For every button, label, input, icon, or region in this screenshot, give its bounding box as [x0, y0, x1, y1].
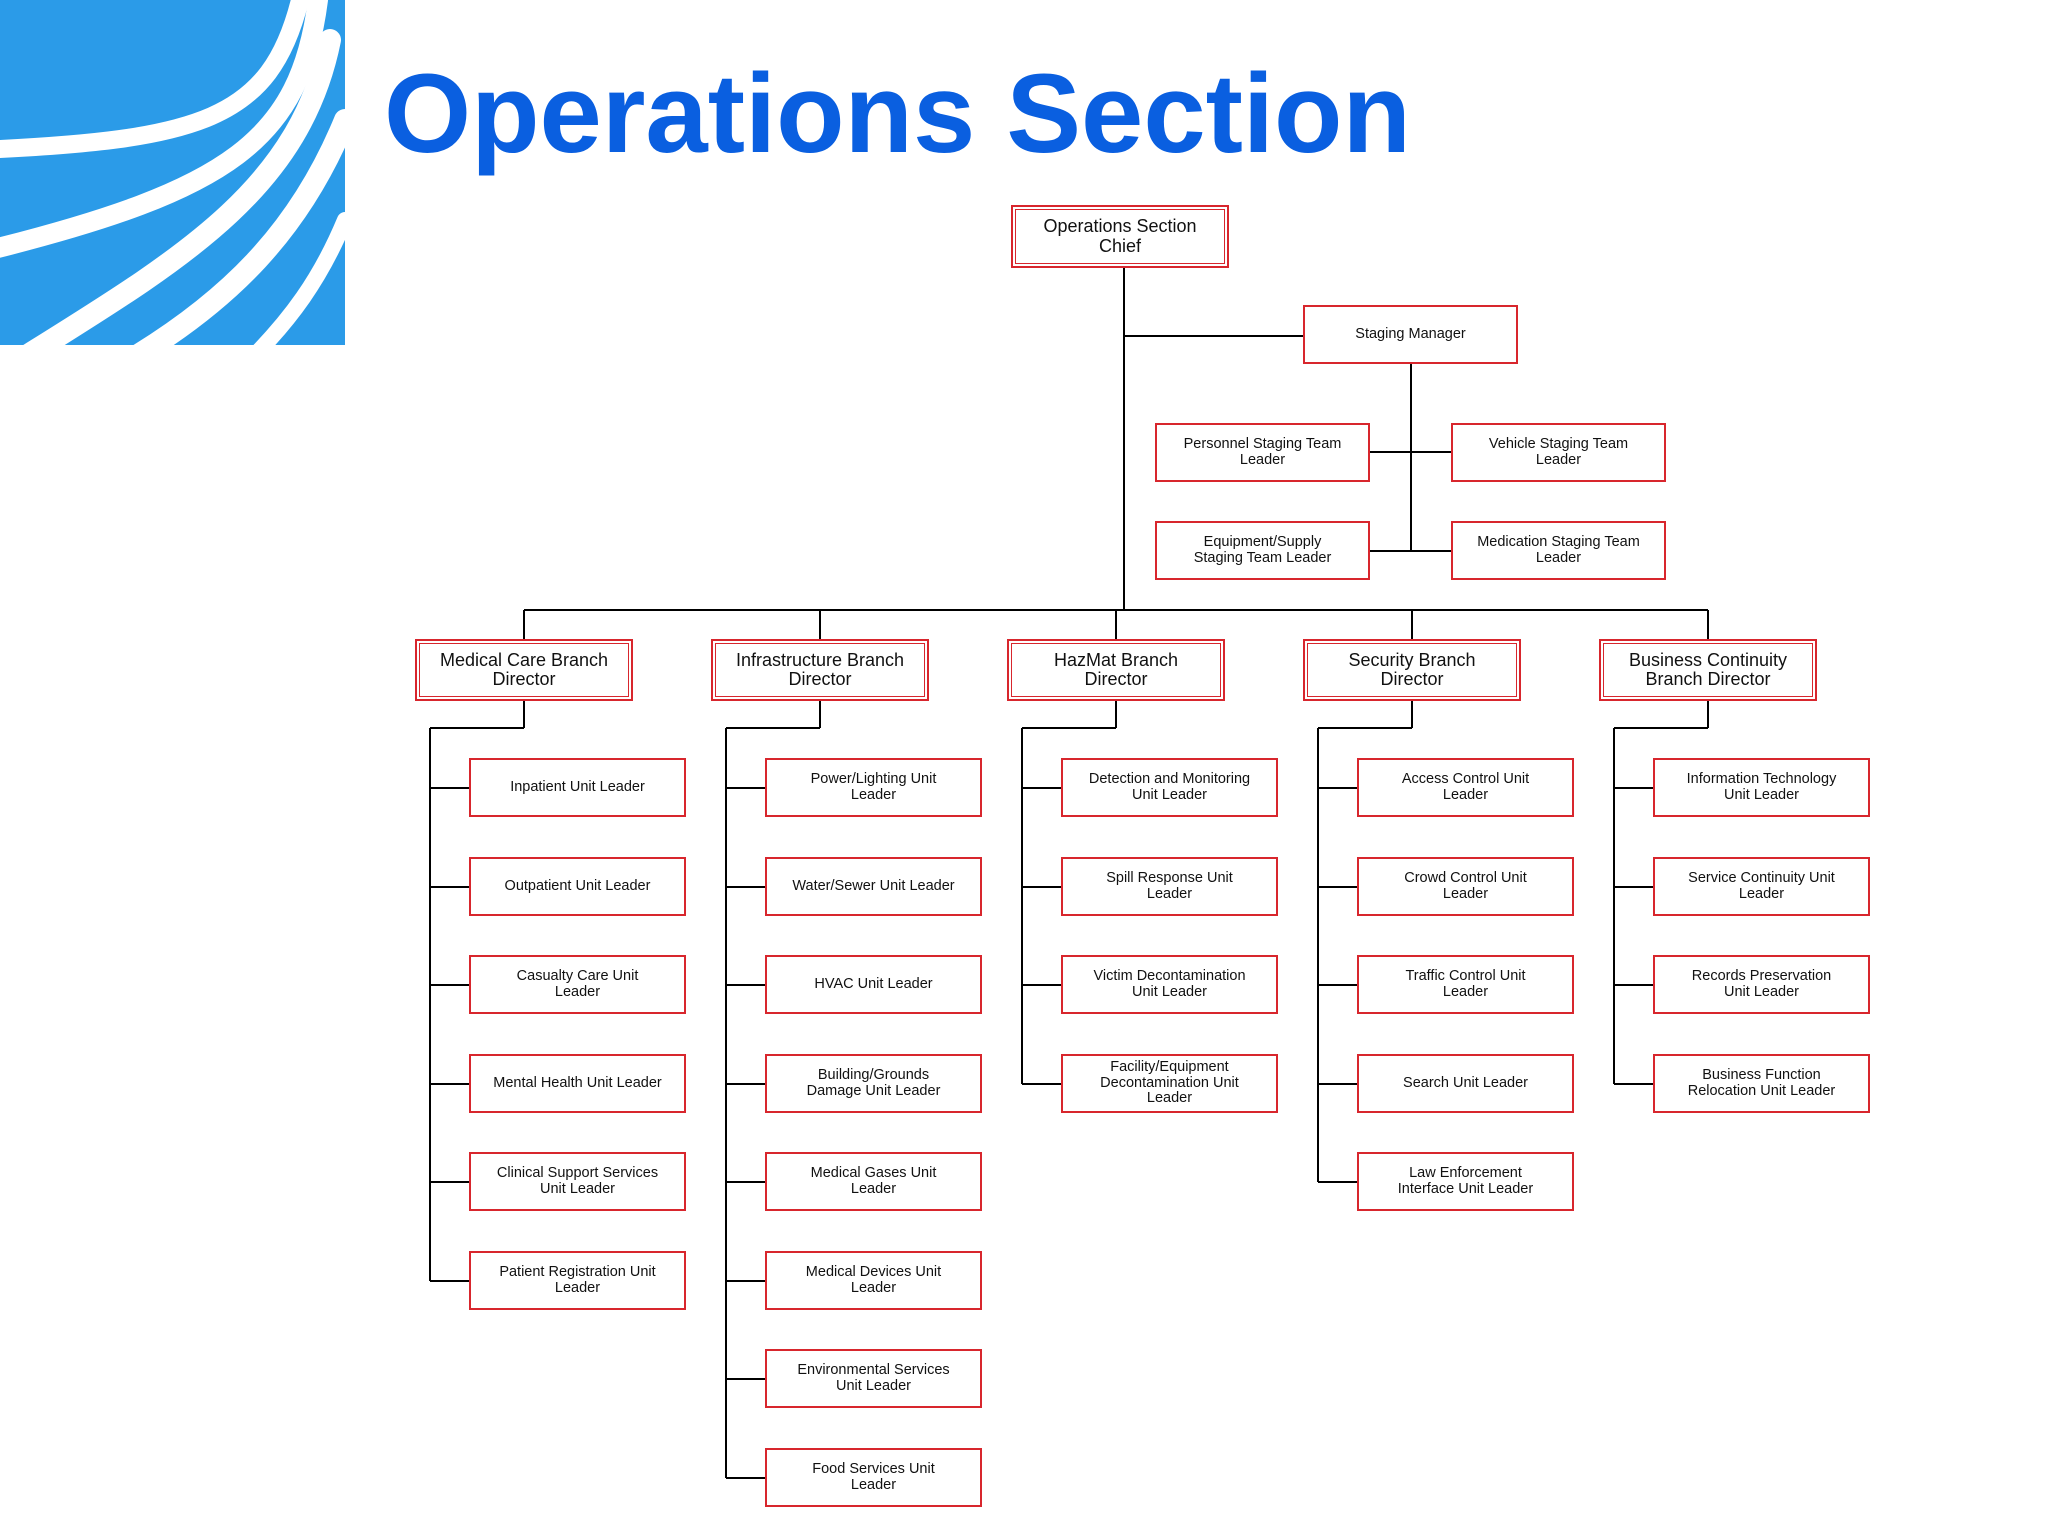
spill-response-unit-label: Spill Response Unit Leader	[1106, 869, 1233, 902]
medical-care-branch-director-box: Medical Care Branch Director	[415, 639, 633, 701]
operations-section-chief-label: Operations Section Chief	[1043, 216, 1197, 256]
casualty-care-unit-label: Casualty Care Unit Leader	[516, 967, 639, 1000]
infrastructure-branch-director-box: Infrastructure Branch Director	[711, 639, 929, 701]
environmental-services-unit-label: Environmental Services Unit Leader	[797, 1361, 950, 1394]
mental-health-unit-box: Mental Health Unit Leader	[469, 1054, 686, 1113]
service-continuity-unit-box: Service Continuity Unit Leader	[1653, 857, 1870, 916]
infrastructure-branch-director-label: Infrastructure Branch Director	[735, 649, 905, 689]
information-technology-unit-box: Information Technology Unit Leader	[1653, 758, 1870, 817]
clinical-support-services-unit-box: Clinical Support Services Unit Leader	[469, 1152, 686, 1211]
building-grounds-damage-unit-label: Building/Grounds Damage Unit Leader	[806, 1066, 941, 1099]
patient-registration-unit-label: Patient Registration Unit Leader	[499, 1263, 656, 1296]
hvac-unit-box: HVAC Unit Leader	[765, 955, 982, 1014]
patient-registration-unit-box: Patient Registration Unit Leader	[469, 1251, 686, 1310]
access-control-unit-box: Access Control Unit Leader	[1357, 758, 1574, 817]
food-services-unit-label: Food Services Unit Leader	[812, 1460, 935, 1493]
hazmat-branch-director-label: HazMat Branch Director	[1053, 649, 1179, 689]
law-enforcement-interface-unit-box: Law Enforcement Interface Unit Leader	[1357, 1152, 1574, 1211]
victim-decontamination-unit-box: Victim Decontamination Unit Leader	[1061, 955, 1278, 1014]
inpatient-unit-label: Inpatient Unit Leader	[510, 778, 645, 795]
building-grounds-damage-unit-box: Building/Grounds Damage Unit Leader	[765, 1054, 982, 1113]
equipment-supply-staging-team-label: Equipment/Supply Staging Team Leader	[1193, 533, 1332, 566]
facility-equipment-decontamination-unit-label: Facility/Equipment Decontamination Unit …	[1100, 1059, 1239, 1107]
business-function-relocation-unit-box: Business Function Relocation Unit Leader	[1653, 1054, 1870, 1113]
crowd-control-unit-label: Crowd Control Unit Leader	[1404, 869, 1527, 902]
security-branch-director-box: Security Branch Director	[1303, 639, 1521, 701]
business-continuity-branch-director-box: Business Continuity Branch Director	[1599, 639, 1817, 701]
vehicle-staging-team-label: Vehicle Staging Team Leader	[1488, 435, 1629, 468]
equipment-supply-staging-team-box: Equipment/Supply Staging Team Leader	[1155, 521, 1370, 580]
vehicle-staging-team-box: Vehicle Staging Team Leader	[1451, 423, 1666, 482]
environmental-services-unit-box: Environmental Services Unit Leader	[765, 1349, 982, 1408]
records-preservation-unit-box: Records Preservation Unit Leader	[1653, 955, 1870, 1014]
search-unit-box: Search Unit Leader	[1357, 1054, 1574, 1113]
records-preservation-unit-label: Records Preservation Unit Leader	[1691, 967, 1832, 1000]
medical-devices-unit-box: Medical Devices Unit Leader	[765, 1251, 982, 1310]
inpatient-unit-box: Inpatient Unit Leader	[469, 758, 686, 817]
logo-graphic	[0, 0, 345, 345]
food-services-unit-box: Food Services Unit Leader	[765, 1448, 982, 1507]
staging-manager-label: Staging Manager	[1355, 325, 1466, 342]
business-continuity-branch-director-label: Business Continuity Branch Director	[1628, 649, 1788, 689]
traffic-control-unit-box: Traffic Control Unit Leader	[1357, 955, 1574, 1014]
medical-gases-unit-label: Medical Gases Unit Leader	[810, 1164, 937, 1197]
law-enforcement-interface-unit-label: Law Enforcement Interface Unit Leader	[1397, 1164, 1534, 1197]
outpatient-unit-box: Outpatient Unit Leader	[469, 857, 686, 916]
medication-staging-team-label: Medication Staging Team Leader	[1477, 533, 1640, 566]
staging-manager-box: Staging Manager	[1303, 305, 1518, 364]
security-branch-director-label: Security Branch Director	[1348, 649, 1476, 689]
hazmat-branch-director-box: HazMat Branch Director	[1007, 639, 1225, 701]
crowd-control-unit-box: Crowd Control Unit Leader	[1357, 857, 1574, 916]
personnel-staging-team-label: Personnel Staging Team Leader	[1183, 435, 1342, 468]
power-lighting-unit-box: Power/Lighting Unit Leader	[765, 758, 982, 817]
power-lighting-unit-label: Power/Lighting Unit Leader	[810, 770, 937, 803]
page-title: Operations Section	[384, 51, 1411, 176]
spill-response-unit-box: Spill Response Unit Leader	[1061, 857, 1278, 916]
water-sewer-unit-label: Water/Sewer Unit Leader	[792, 877, 955, 894]
casualty-care-unit-box: Casualty Care Unit Leader	[469, 955, 686, 1014]
operations-section-chief-box: Operations Section Chief	[1011, 205, 1229, 268]
personnel-staging-team-box: Personnel Staging Team Leader	[1155, 423, 1370, 482]
outpatient-unit-label: Outpatient Unit Leader	[504, 877, 651, 894]
search-unit-label: Search Unit Leader	[1403, 1074, 1528, 1091]
service-continuity-unit-label: Service Continuity Unit Leader	[1688, 869, 1835, 902]
detection-monitoring-unit-label: Detection and Monitoring Unit Leader	[1088, 770, 1251, 803]
clinical-support-services-unit-label: Clinical Support Services Unit Leader	[496, 1164, 659, 1197]
medical-gases-unit-box: Medical Gases Unit Leader	[765, 1152, 982, 1211]
medical-care-branch-director-label: Medical Care Branch Director	[439, 649, 609, 689]
hvac-unit-label: HVAC Unit Leader	[814, 975, 933, 992]
traffic-control-unit-label: Traffic Control Unit Leader	[1405, 967, 1526, 1000]
access-control-unit-label: Access Control Unit Leader	[1401, 770, 1530, 803]
water-sewer-unit-box: Water/Sewer Unit Leader	[765, 857, 982, 916]
detection-monitoring-unit-box: Detection and Monitoring Unit Leader	[1061, 758, 1278, 817]
business-function-relocation-unit-label: Business Function Relocation Unit Leader	[1687, 1066, 1836, 1099]
medical-devices-unit-label: Medical Devices Unit Leader	[805, 1263, 942, 1296]
mental-health-unit-label: Mental Health Unit Leader	[493, 1074, 662, 1091]
facility-equipment-decontamination-unit-box: Facility/Equipment Decontamination Unit …	[1061, 1054, 1278, 1113]
victim-decontamination-unit-label: Victim Decontamination Unit Leader	[1093, 967, 1246, 1000]
information-technology-unit-label: Information Technology Unit Leader	[1686, 770, 1837, 803]
medication-staging-team-box: Medication Staging Team Leader	[1451, 521, 1666, 580]
